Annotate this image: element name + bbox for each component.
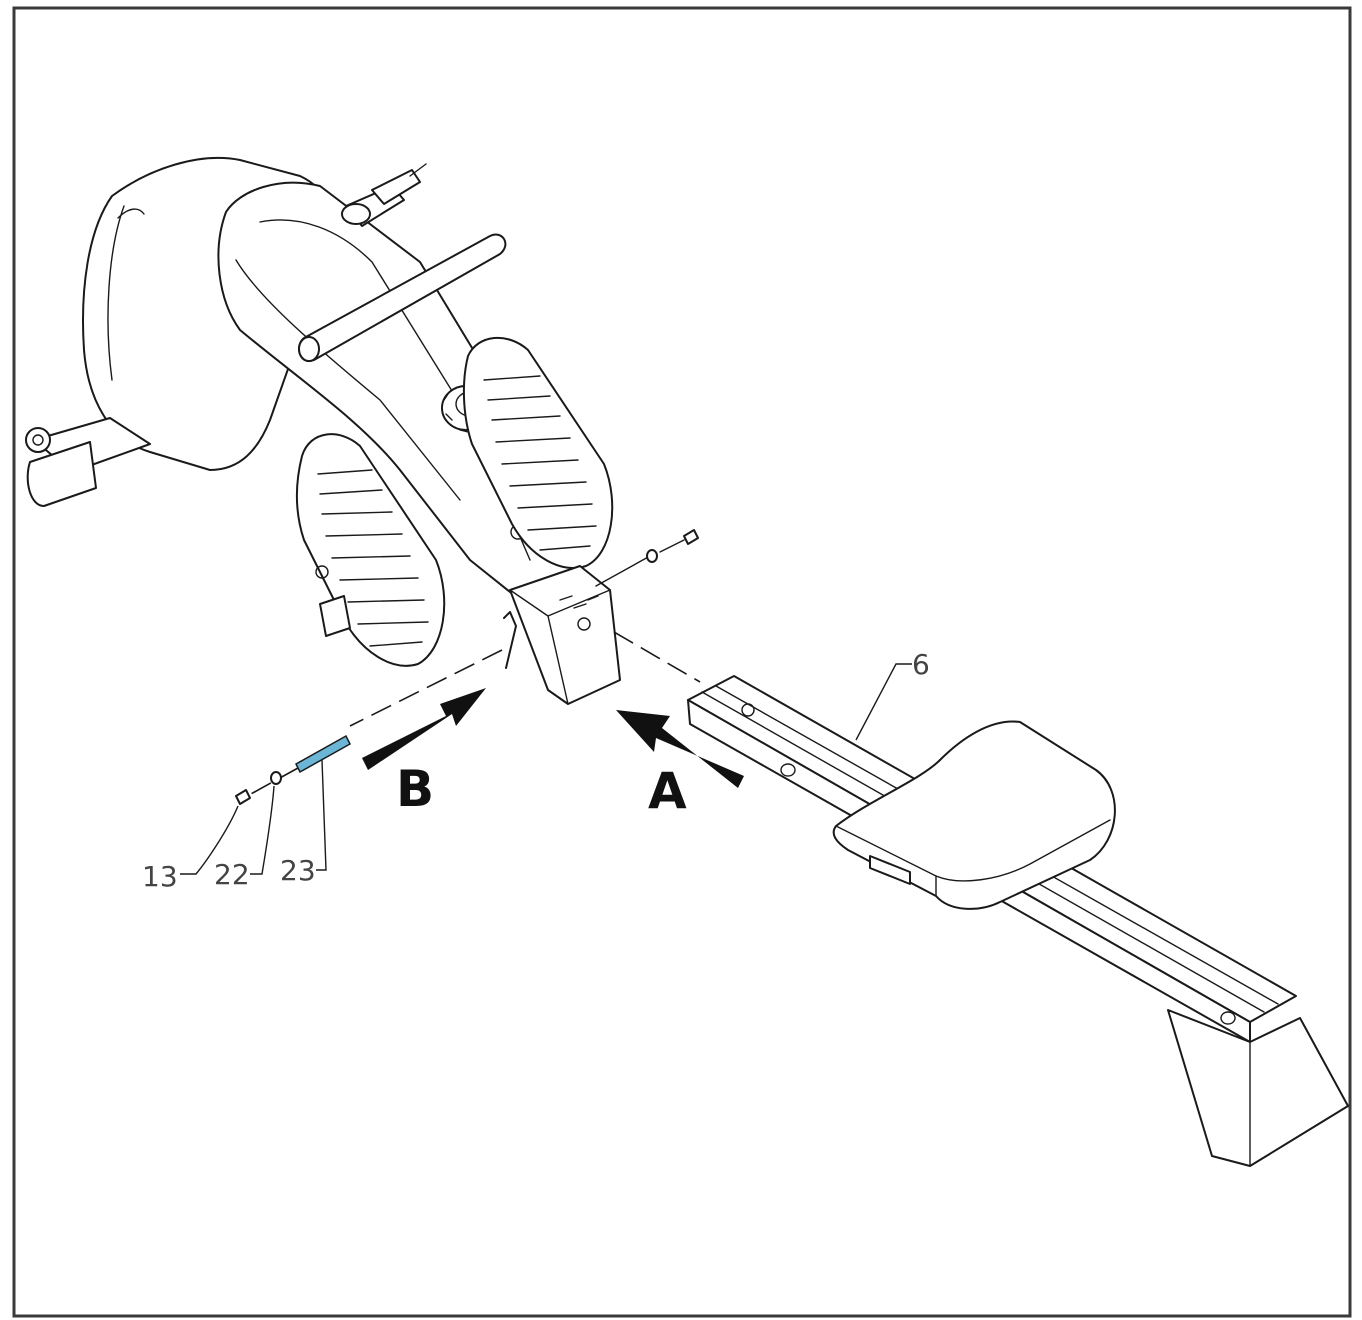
rower-main-frame [25,156,581,601]
top-mast [341,163,427,227]
step-label-b: B [396,760,434,818]
leader-axle [316,759,327,871]
leader-washer [250,785,275,875]
assembly-line-bolt [239,767,299,801]
rear-stabilizer [25,417,151,507]
callout-rail: 6 [912,648,930,681]
leader-bolt [180,805,239,875]
step-label-a: A [648,762,687,820]
handle-bar [298,233,507,363]
side-fastener [595,529,699,587]
assembly-line-axle [349,649,503,727]
diagram-frame [12,6,1352,1318]
callout-bolt: 13 [142,860,178,893]
seat [832,720,1116,910]
assembly-line-rail [613,631,701,683]
callout-washer: 22 [214,858,250,891]
leader-rail [855,663,912,741]
right-foot-pedal [462,337,614,569]
washer [270,771,282,785]
left-foot-pedal [296,433,446,667]
arrow-a [616,710,744,788]
bolt [235,789,251,805]
front-bracket [503,565,621,705]
axle-tube [295,734,351,774]
callout-axle-tube: 23 [280,854,316,887]
arrow-b [362,688,486,770]
